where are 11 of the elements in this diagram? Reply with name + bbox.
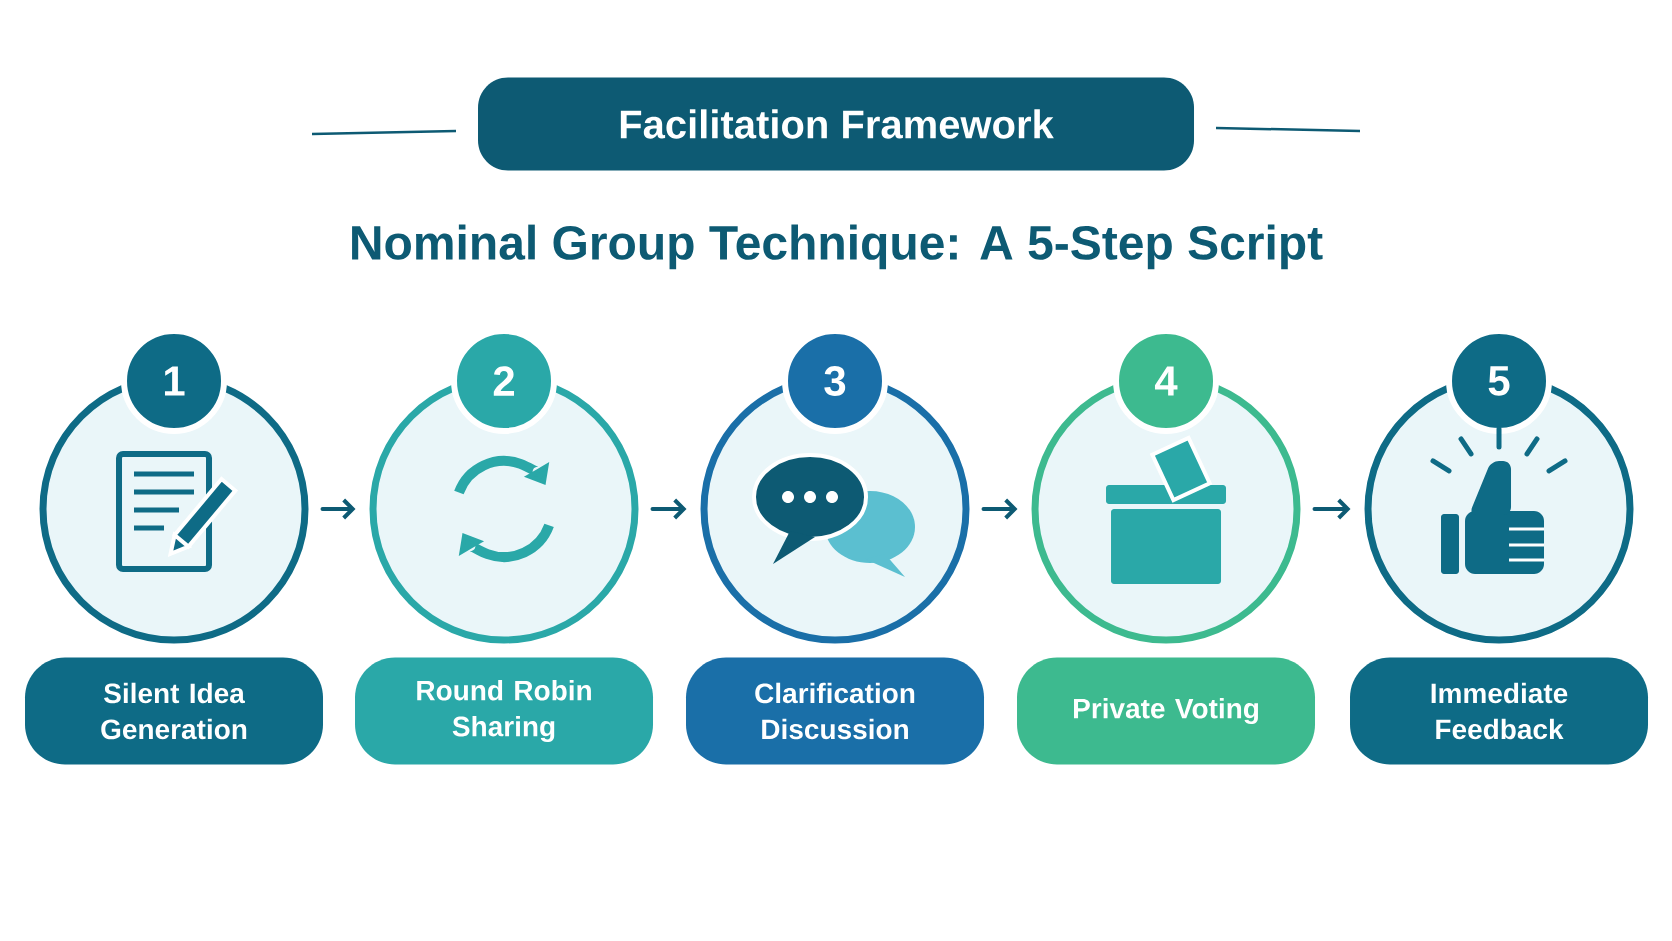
header-pill: Facilitation Framework [478,77,1194,171]
arrow [320,498,356,520]
step-label-pill: Clarification Discussion [686,657,984,765]
step-label-pill: Silent Idea Generation [25,657,323,765]
arrow [981,498,1018,520]
step-label-pill: Private Voting [1017,657,1315,765]
title: Nominal Group Technique: A 5-Step Script [352,224,1323,270]
arrow [1312,498,1351,520]
arrow [650,498,687,520]
step-label-pill: Immediate Feedback [1350,657,1648,765]
step-label-pill: Round Robin Sharing [355,657,653,765]
